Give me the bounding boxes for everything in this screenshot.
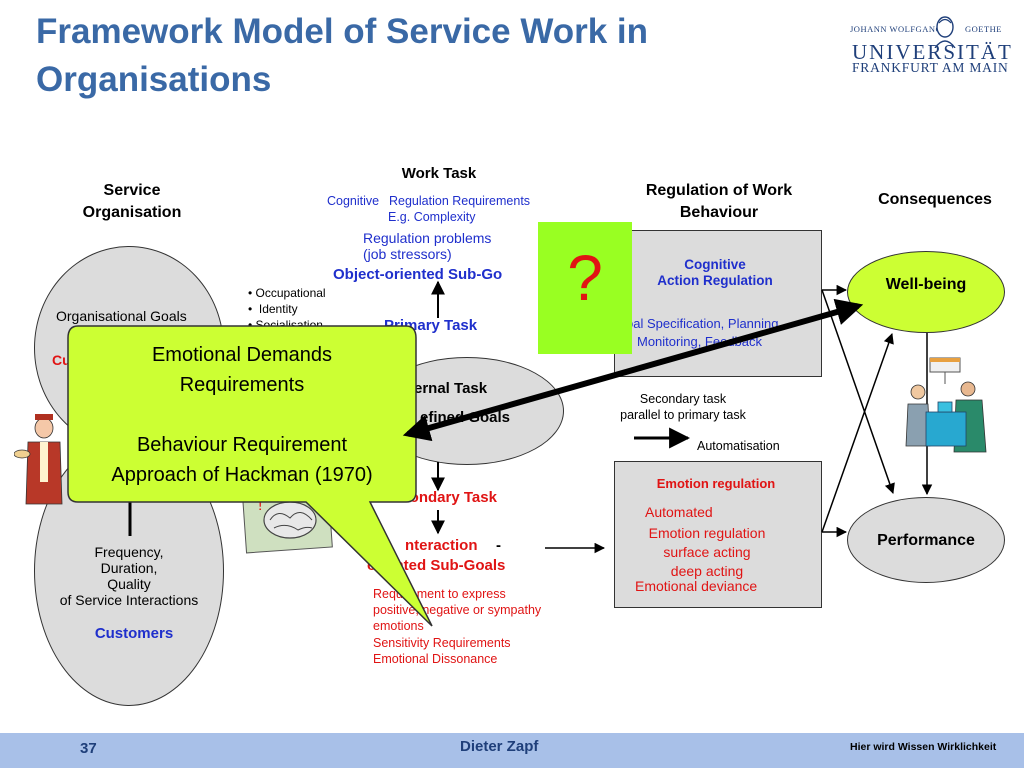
callout-line-4: Approach of Hackman (1970)	[111, 464, 373, 486]
logo-left-text: JOHANN WOLFGANG	[850, 24, 943, 34]
waiter-clipart	[14, 414, 63, 505]
list-item: • Socialisation	[248, 318, 323, 326]
emotion-regulation-types: Emotion regulation surface acting deep a…	[632, 524, 782, 581]
cognitive-requirements-word: Cognitive	[327, 194, 380, 208]
emotional-dissonance: Emotional Dissonance	[373, 652, 498, 666]
interaction: nteraction	[405, 537, 478, 554]
emotional-deviance: Emotional deviance	[635, 578, 758, 594]
footer-slogan: Hier wird Wissen Wirklichkeit	[850, 741, 997, 753]
deep-acting-line: deep acting	[670, 563, 744, 579]
header-service-organisation: Service Organisation	[82, 182, 182, 221]
callout-line-1: Emotional Demands	[151, 344, 333, 366]
customers-partial-label: Cu	[52, 352, 71, 368]
object-oriented-subgoals: Object-oriented Sub-Go	[333, 266, 503, 283]
regulation-requirements: Regulation Requirements	[389, 194, 531, 208]
service-counter-clipart	[905, 357, 987, 453]
goethe-portrait-icon	[934, 16, 956, 48]
regulation-problems: Regulation problems (job stressors)	[363, 230, 491, 262]
automatisation-label: Automatisation	[697, 439, 780, 453]
cognitive-action-regulation: Cognitive Action Regulation	[640, 257, 790, 289]
wellbeing-oval	[847, 251, 1005, 333]
occupational-identity-list: • Occupational • Identity • Socialisatio…	[248, 285, 326, 326]
emotion-regulation-box	[614, 461, 822, 608]
logo-right-text: GOETHE	[965, 24, 1002, 34]
list-item: • Identity	[248, 302, 298, 316]
freq-line-4: of Service Interactions	[59, 592, 199, 608]
callout-line-2: Requirements	[179, 374, 305, 396]
service-interaction-frequency: Frequency, Duration, Quality of Service …	[44, 544, 214, 608]
university-logo-name: UNIVERSITÄT	[852, 40, 1013, 64]
eg-complexity: E.g. Complexity	[388, 210, 476, 224]
callout-line-3: Behaviour Requirement	[136, 434, 348, 456]
slide-title: Framework Model of Service Work in Organ…	[36, 12, 649, 99]
performance-label: Performance	[877, 532, 975, 549]
cognitive-line-1: Cognitive	[684, 257, 746, 272]
wellbeing-label: Well-being	[885, 276, 967, 293]
emotion-regulation-line: Emotion regulation	[648, 525, 766, 541]
svg-text:!: !	[258, 497, 262, 514]
cognitive-line-2: Action Regulation	[657, 273, 773, 288]
automated-label: Automated	[645, 504, 713, 520]
customers-label: Customers	[94, 625, 174, 642]
university-logo-top: JOHANN WOLFGANG GOETHE	[850, 24, 1002, 34]
organisational-goals: Organisational Goals	[56, 308, 187, 324]
secondary-task: econdary Task	[393, 489, 497, 506]
counter-desk	[925, 411, 967, 447]
sensitivity-requirements: Sensitivity Requirements	[373, 636, 511, 650]
emotion-regulation-title: Emotion regulation	[656, 476, 776, 491]
freq-line-3: Quality	[107, 576, 151, 592]
double-headed-arrow	[402, 298, 864, 442]
page-number: 37	[80, 740, 97, 757]
footer-bar	[0, 733, 1024, 768]
header-consequences: Consequences	[878, 191, 992, 208]
freq-line-2: Duration,	[100, 560, 158, 576]
freq-line-1: Frequency,	[94, 544, 164, 560]
surface-acting-line: surface acting	[663, 544, 751, 560]
footer-author: Dieter Zapf	[460, 738, 539, 755]
req-line-3: emotions	[373, 619, 424, 633]
interaction-dash: -	[496, 537, 501, 554]
university-logo-city: FRANKFURT AM MAIN	[852, 60, 1009, 75]
performance-oval	[847, 497, 1005, 583]
list-item: • Occupational	[248, 286, 326, 300]
regulation-problems-line-1: Regulation problems	[363, 230, 492, 246]
header-regulation: Regulation of Work Behaviour	[645, 182, 793, 221]
regulation-problems-line-2: (job stressors)	[363, 246, 452, 262]
callout-text: Emotional Demands Requirements Behaviour…	[70, 340, 414, 490]
header-work-task: Work Task	[401, 165, 477, 182]
